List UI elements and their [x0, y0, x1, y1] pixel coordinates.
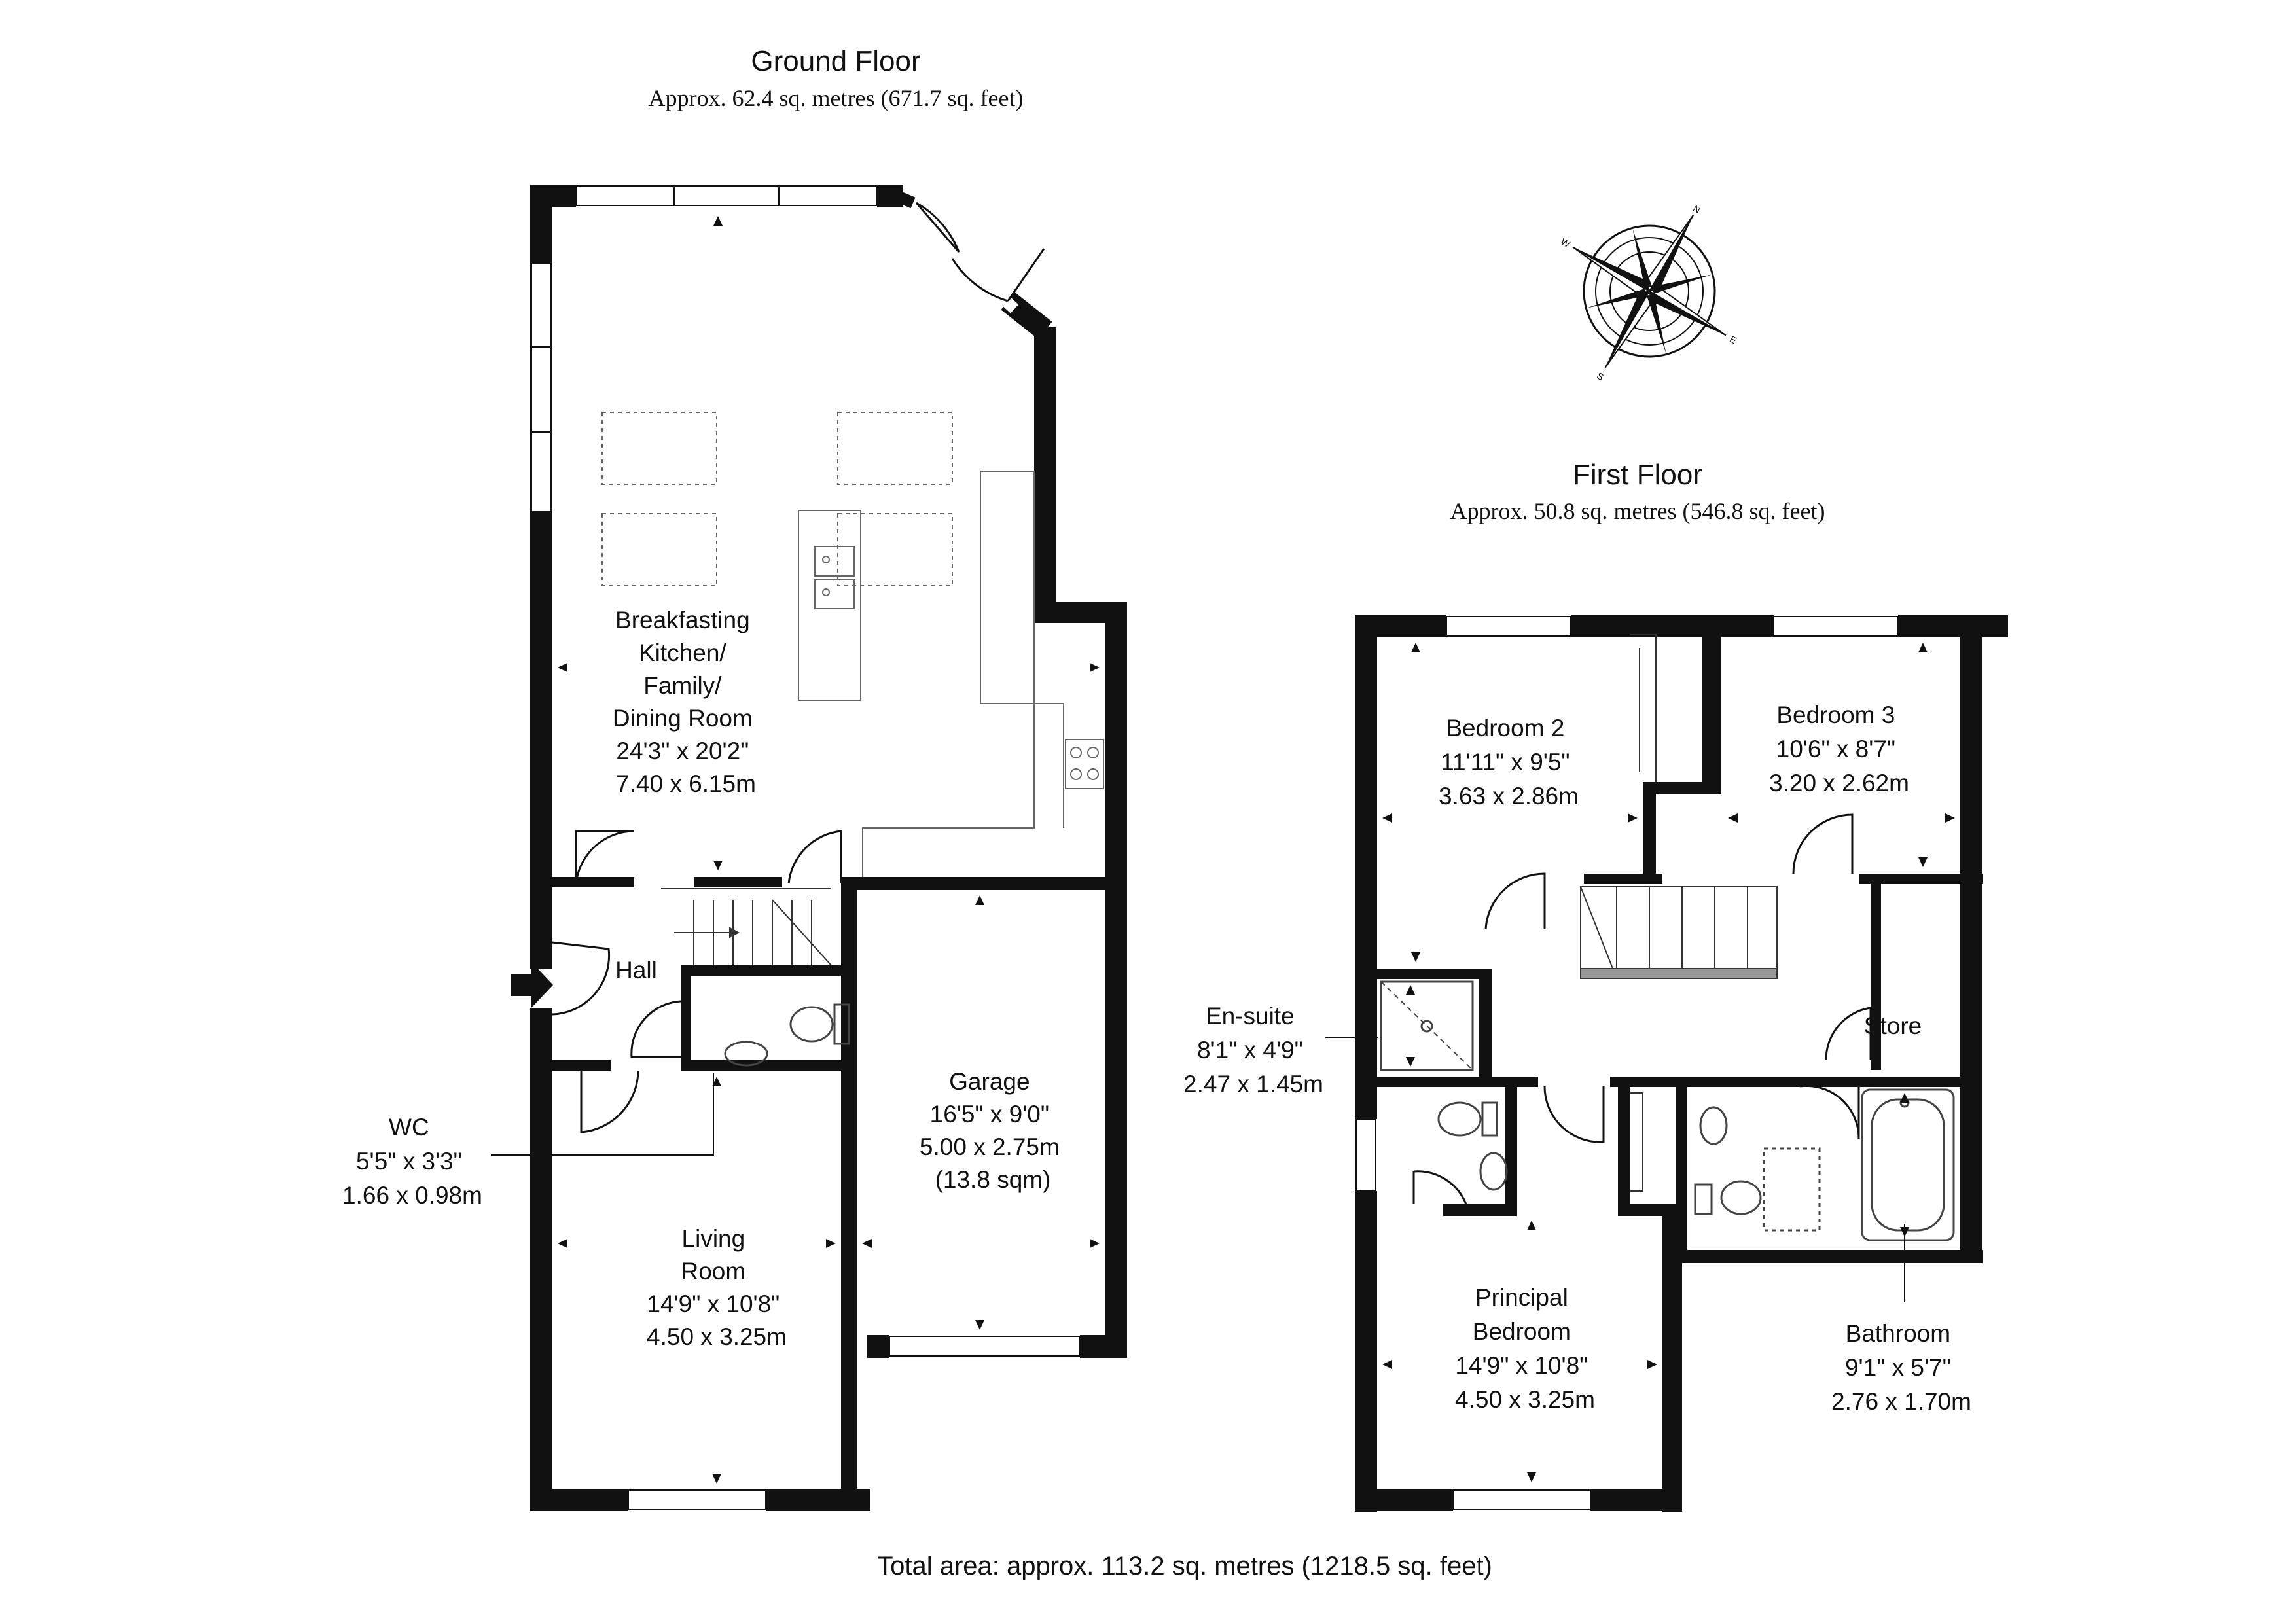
living-room-label: Living Room 14'9" x 10'8" 4.50 x 3.25m [647, 1225, 787, 1350]
wc-fixtures [724, 1003, 850, 1067]
svg-text:S: S [1595, 370, 1605, 383]
ground-floor-walls [530, 185, 1127, 1511]
bay-wall [889, 188, 1052, 340]
first-floor-title: First Floor [1573, 459, 1702, 491]
wc-leader-line [491, 1073, 714, 1156]
wc-label: WC 5'5" x 3'3" 1.66 x 0.98m [342, 1114, 482, 1209]
ground-floor-doors[interactable] [552, 830, 842, 1133]
first-floor-doors[interactable] [1412, 813, 1872, 1205]
hall-label: Hall [615, 957, 657, 984]
en-suite-label: En-suite 8'1" x 4'9" 2.47 x 1.45m [1183, 1003, 1323, 1097]
bathroom-label: Bathroom 9'1" x 5'7" 2.76 x 1.70m [1831, 1320, 1971, 1415]
compass-rose-icon: N E S W [1559, 203, 1738, 383]
first-floor-stairs [1580, 886, 1778, 979]
entrance-arrow-icon [511, 962, 553, 1008]
patio-door[interactable] [915, 202, 1045, 302]
svg-text:E: E [1728, 334, 1738, 346]
svg-text:W: W [1559, 236, 1572, 250]
bathroom-fixtures [1694, 1088, 1955, 1241]
store-label: Store [1864, 1012, 1922, 1039]
bedroom-3-label: Bedroom 3 10'6" x 8'7" 3.20 x 2.62m [1769, 702, 1909, 796]
first-floor-area: Approx. 50.8 sq. metres (546.8 sq. feet) [1450, 498, 1825, 524]
total-area: Total area: approx. 113.2 sq. metres (12… [877, 1552, 1492, 1580]
first-floor-windows [1355, 616, 1899, 1510]
ground-floor-dimension-markers [558, 216, 1100, 1484]
wardrobe-markers [1630, 634, 1657, 1192]
kitchen-fixtures [601, 412, 1104, 877]
svg-text:N: N [1691, 203, 1702, 215]
bedroom-2-label: Bedroom 2 11'11" x 9'5" 3.63 x 2.86m [1439, 715, 1579, 810]
ground-floor-area: Approx. 62.4 sq. metres (671.7 sq. feet) [649, 85, 1024, 111]
first-floor-dimension-markers [1382, 643, 1955, 1482]
first-floor-walls [1355, 615, 2008, 1512]
first-floor-leader-lines [1325, 1037, 1905, 1302]
principal-bedroom-label: Principal Bedroom 14'9" x 10'8" 4.50 x 3… [1455, 1284, 1595, 1413]
ground-floor-title: Ground Floor [751, 45, 920, 77]
kitchen-label: Breakfasting Kitchen/ Family/ Dining Roo… [613, 607, 759, 797]
ground-floor-stairs [661, 888, 832, 966]
ground-floor-windows [531, 185, 1081, 1510]
garage-label: Garage 16'5" x 9'0" 5.00 x 2.75m (13.8 s… [920, 1068, 1066, 1193]
ensuite-fixtures [1380, 980, 1508, 1191]
